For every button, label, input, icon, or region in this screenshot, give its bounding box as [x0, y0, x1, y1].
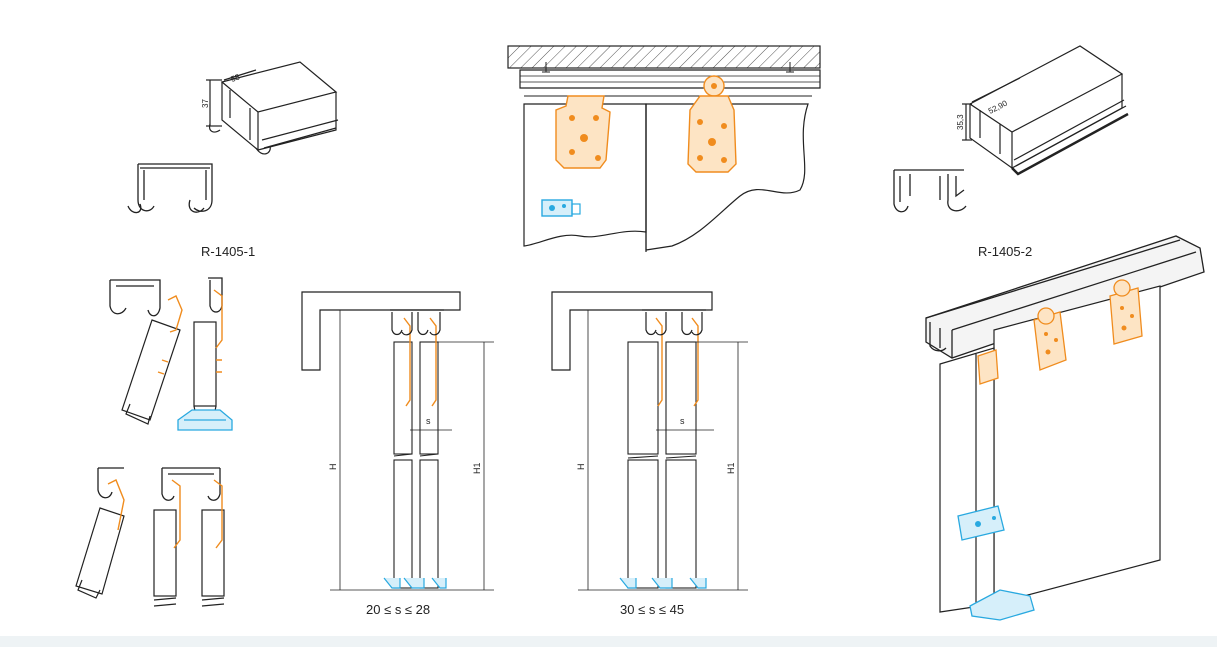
section-a-floor-guides	[383, 577, 447, 589]
ceiling-mount-view	[507, 45, 821, 252]
install-step-2-doors	[153, 509, 225, 607]
section-b-doors	[627, 341, 697, 589]
floor-guide-small	[541, 199, 581, 217]
profile-2-label: R-1405-2	[978, 244, 1032, 259]
section-a-s-label: s	[426, 416, 431, 426]
section-b-s-label: s	[680, 416, 685, 426]
profile-r1405-1-section	[127, 163, 213, 214]
section-a-h-label: H	[328, 464, 338, 471]
install-step-1-door-tilted	[121, 319, 181, 425]
assembly-hanger-right	[1109, 279, 1143, 345]
install-step-2-door-tilted	[75, 507, 125, 599]
install-step-2-hangers	[171, 479, 223, 549]
assembly-floor-guide	[969, 589, 1035, 621]
install-step-1-door-upright	[193, 321, 217, 417]
p1-height-dim: 37	[201, 99, 210, 108]
hanger-plate-right	[687, 75, 737, 173]
section-b-h-label: H	[576, 464, 586, 471]
section-b-frame	[551, 291, 713, 371]
section-b-floor-guides	[619, 577, 707, 589]
section-b-hangers	[655, 317, 699, 407]
section-b-h1-label: H1	[726, 462, 736, 474]
assembly-wall-guide	[957, 505, 1005, 541]
section-a-h1-label: H1	[472, 462, 482, 474]
profile-r1405-2-isometric	[962, 45, 1129, 176]
ceiling-screw-right	[786, 62, 794, 73]
hanger-plate-left	[555, 95, 611, 169]
install-step-1-hanger-upright	[213, 289, 223, 373]
install-step-2-hanger-tilted	[107, 479, 125, 531]
profile-1-label: R-1405-1	[201, 244, 255, 259]
section-a-dimension-lines	[330, 310, 494, 591]
profile-r1405-1-isometric	[206, 61, 339, 155]
section-b-dimension-lines	[578, 310, 748, 591]
section-a-range-label: 20 ≤ s ≤ 28	[366, 602, 430, 617]
section-b-range-label: 30 ≤ s ≤ 45	[620, 602, 684, 617]
section-a-doors	[393, 341, 439, 589]
p2-height-dim: 35,3	[956, 114, 965, 130]
p2-width-dim: 52,90	[987, 98, 1009, 115]
ceiling-screw-left	[542, 62, 550, 73]
install-step-2-profile-right	[161, 467, 221, 501]
install-step-1-profile	[109, 277, 223, 317]
footer-strip	[0, 636, 1217, 647]
assembly-hanger-left	[1033, 307, 1067, 371]
assembly-door-back	[939, 347, 995, 613]
assembly-hanger-back	[977, 349, 999, 385]
install-step-1-hanger-tilted	[157, 295, 183, 375]
section-a-tracks	[391, 312, 441, 336]
section-b-tracks	[645, 312, 703, 336]
profile-r1405-2-section	[893, 169, 967, 213]
p1-width-dim: 55	[230, 72, 242, 84]
assembly-track	[925, 235, 1205, 359]
install-step-2-profile-left	[97, 467, 124, 499]
section-a-hangers	[403, 317, 437, 407]
section-a-frame	[301, 291, 461, 371]
install-step-1-floor-guide	[177, 409, 233, 431]
